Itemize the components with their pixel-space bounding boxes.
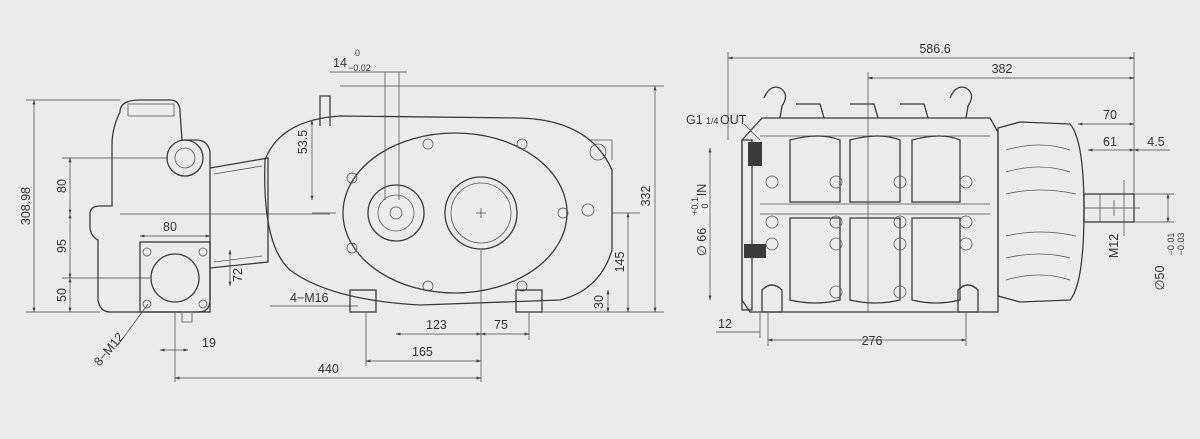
dim-19: 19 [202,336,216,350]
front-pump-head [741,72,999,313]
shaft-prefix: ∅50 [1153,266,1167,291]
front-dimension-texts: 586.6 382 70 61 4.5 M12 ∅50 −0.01 −0.03 … [686,42,1186,348]
dim-53-5: 53.5 [296,130,310,154]
dim-95: 95 [55,239,69,253]
dim-308-98: 308.98 [19,187,33,225]
dim-4-m16: 4−M16 [290,291,329,305]
dim-12: 12 [718,317,732,331]
dim-440: 440 [318,362,339,376]
inlet-word: IN [695,184,709,197]
side-connecting-body [120,157,330,269]
dim-14-lower: −0.02 [348,63,371,73]
dim-75: 75 [494,318,508,332]
outlet-word: OUT [720,113,747,127]
side-dimension-lines [26,71,664,382]
side-crankcase [264,95,613,313]
dim-14-upper: 0 [355,48,360,58]
dim-80-horizontal: 80 [163,220,177,234]
shaft-upper: −0.01 [1166,233,1176,256]
dim-586-6: 586.6 [919,42,950,56]
dim-165: 165 [412,345,433,359]
front-crankcase [997,121,1140,303]
dim-72: 72 [231,268,245,282]
dim-123: 123 [426,318,447,332]
dim-145: 145 [613,252,627,273]
inlet-lower: 0 [700,203,710,208]
dim-276: 276 [862,334,883,348]
inlet-upper: +0.1 [690,197,700,215]
dim-332: 332 [639,186,653,207]
dim-61: 61 [1103,135,1117,149]
dim-70: 70 [1103,108,1117,122]
dim-m12: M12 [1107,234,1121,258]
outlet-sub: 1/4 [706,116,719,126]
shaft-lower: −0.03 [1176,233,1186,256]
outlet-label: G1 [686,113,703,127]
dim-14-main: 14 [333,56,347,70]
inlet-prefix: ∅ 66 [695,228,709,256]
dim-382: 382 [992,62,1013,76]
dim-80-vertical: 80 [55,179,69,193]
front-view: 586.6 382 70 61 4.5 M12 ∅50 −0.01 −0.03 … [686,42,1186,348]
dim-4-5: 4.5 [1147,135,1164,149]
dim-30: 30 [592,295,606,309]
front-dimension-lines [708,52,1174,346]
dim-50: 50 [55,288,69,302]
